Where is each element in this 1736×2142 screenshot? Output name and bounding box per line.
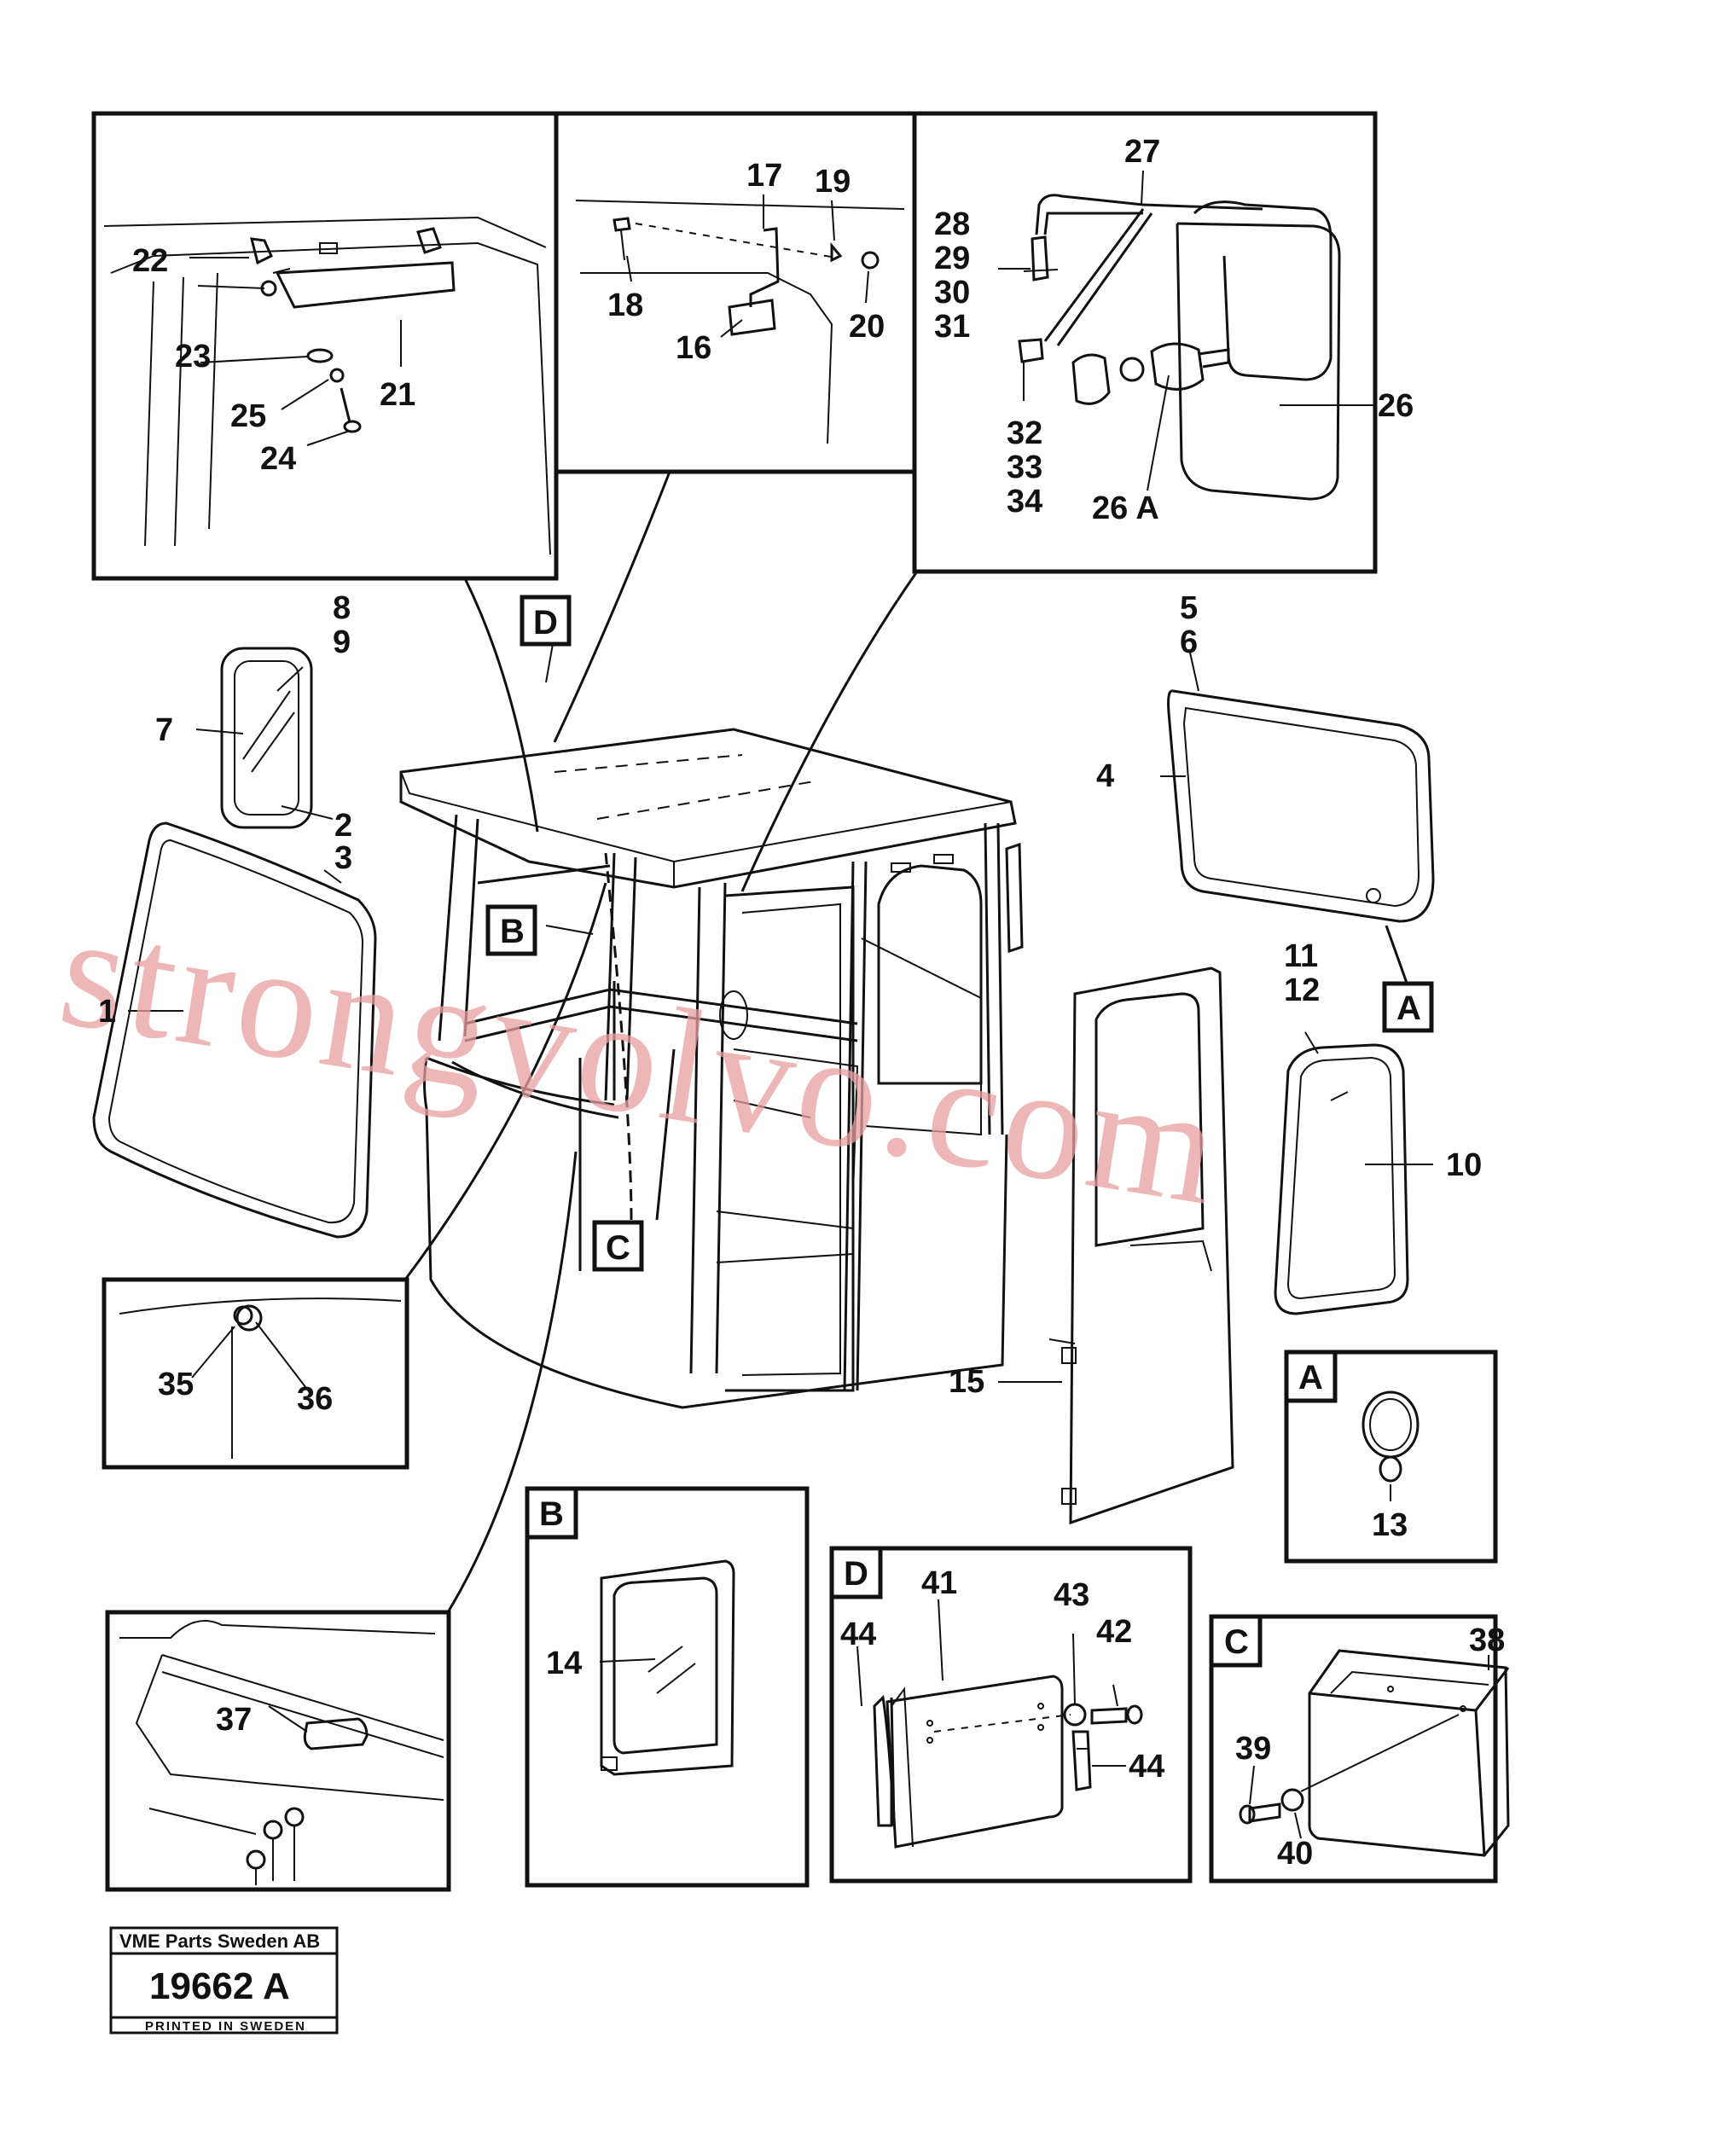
part-number-14: 14: [546, 1646, 582, 1681]
part-number-15: 15: [949, 1364, 984, 1400]
title-block-drawing-number: 19662 A: [149, 1965, 290, 2007]
detail-box-handle: [102, 1277, 409, 1470]
part-number-31: 31: [934, 309, 970, 345]
detail-title-c: C: [1224, 1623, 1249, 1661]
title-block: VME Parts Sweden AB 19662 A PRINTED IN S…: [109, 1926, 339, 2035]
detail-box-ventilation: [105, 1610, 451, 1892]
part-number-16: 16: [676, 330, 711, 366]
cab-assembly: [399, 728, 1024, 1409]
view-label-c: C: [606, 1229, 630, 1267]
part-number-13: 13: [1372, 1507, 1408, 1543]
windscreen-front: [92, 821, 377, 1239]
door-15: [1048, 967, 1234, 1525]
part-number-41: 41: [921, 1565, 957, 1601]
part-number-29: 29: [934, 241, 970, 276]
detail-box-sun-visor: [91, 111, 559, 581]
view-label-b: B: [500, 913, 525, 950]
part-number-5: 5: [1180, 590, 1198, 626]
title-block-printed: PRINTED IN SWEDEN: [145, 2019, 306, 2034]
detail-box-c: [1209, 1614, 1510, 1884]
part-number-39: 39: [1235, 1731, 1271, 1767]
part-number-27: 27: [1124, 134, 1160, 170]
side-window-small: [220, 647, 313, 829]
leader-lines: [128, 170, 1489, 1839]
part-number-35: 35: [158, 1367, 194, 1402]
part-number-20: 20: [849, 309, 885, 345]
part-number-21: 21: [380, 377, 415, 413]
part-number-1: 1: [98, 994, 116, 1030]
part-number-36: 36: [297, 1381, 333, 1417]
part-number-19: 19: [815, 164, 851, 200]
part-number-32: 32: [1007, 415, 1042, 451]
detail-box-b: [525, 1486, 810, 1888]
part-number-23: 23: [175, 339, 211, 374]
part-number-44-left: 44: [840, 1617, 876, 1652]
view-label-d: D: [533, 604, 558, 641]
part-number-labels: 22 23 25 24 21 17 19 18 20 16 27 28 29 3…: [98, 134, 1505, 1872]
part-number-25: 25: [230, 398, 266, 434]
detail-title-d: D: [844, 1555, 868, 1593]
detail-title-a: A: [1298, 1359, 1323, 1396]
part-number-40: 40: [1277, 1836, 1313, 1872]
view-label-a: A: [1396, 990, 1421, 1027]
part-number-2: 2: [334, 808, 352, 844]
window-large-4: [1167, 689, 1435, 923]
part-number-10: 10: [1446, 1147, 1482, 1183]
part-number-7: 7: [155, 712, 173, 748]
part-number-30: 30: [934, 275, 970, 311]
part-number-34: 34: [1007, 484, 1042, 520]
detail-title-b: B: [539, 1495, 564, 1533]
part-number-37: 37: [216, 1702, 252, 1738]
window-door-10: [1274, 1043, 1409, 1315]
part-number-3: 3: [334, 840, 352, 876]
part-number-17: 17: [746, 158, 782, 194]
part-number-44-right: 44: [1129, 1749, 1164, 1785]
part-number-9: 9: [333, 624, 351, 660]
title-block-company: VME Parts Sweden AB: [119, 1930, 320, 1952]
part-number-11: 11: [1284, 938, 1318, 974]
part-number-4: 4: [1096, 758, 1114, 794]
part-number-43: 43: [1054, 1577, 1089, 1613]
detail-box-mirror: [912, 111, 1378, 574]
part-number-8: 8: [333, 590, 351, 626]
part-number-6: 6: [1180, 624, 1198, 660]
part-number-33: 33: [1007, 450, 1042, 485]
part-number-18: 18: [607, 287, 643, 323]
view-reference-labels: D B A C A B D C: [485, 595, 1434, 1661]
part-number-38: 38: [1469, 1622, 1505, 1658]
part-number-28: 28: [934, 206, 970, 242]
part-number-26: 26: [1378, 388, 1414, 424]
part-number-24: 24: [260, 441, 296, 477]
part-number-22: 22: [132, 243, 168, 279]
part-number-12: 12: [1284, 972, 1320, 1008]
part-number-42: 42: [1096, 1614, 1132, 1650]
detail-box-a: [1284, 1350, 1498, 1564]
part-number-26a: 26 A: [1092, 491, 1159, 526]
